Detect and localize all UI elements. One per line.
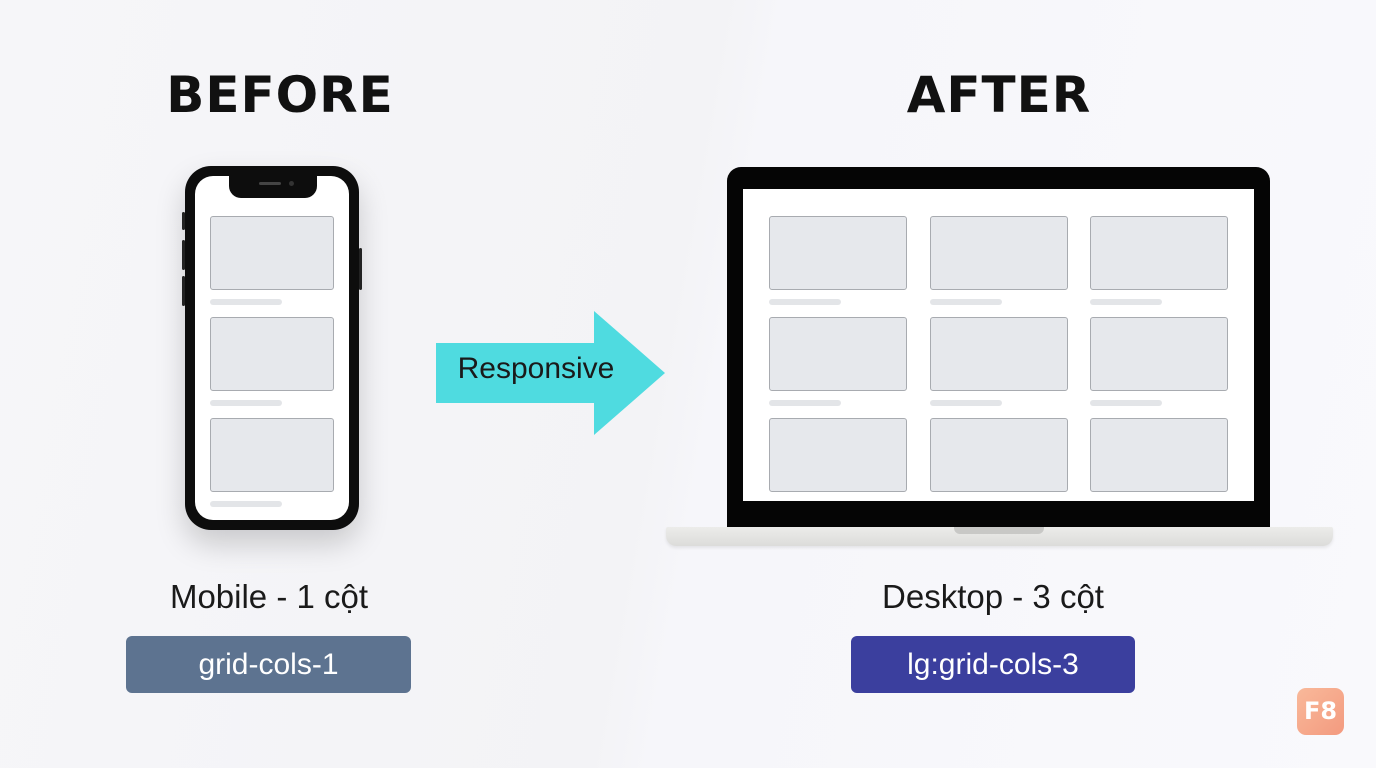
text-placeholder-line	[769, 299, 841, 305]
text-placeholder-line	[1090, 299, 1162, 305]
after-caption: Desktop - 3 cột	[882, 578, 1104, 615]
camera-icon	[289, 181, 294, 186]
arrow-label: Responsive	[457, 352, 615, 385]
text-placeholder-line	[210, 400, 282, 406]
content-card	[769, 317, 907, 391]
content-card	[1090, 317, 1228, 391]
laptop-lid	[727, 167, 1270, 528]
content-card	[1090, 216, 1228, 290]
text-placeholder-line	[769, 400, 841, 406]
laptop-base	[666, 527, 1333, 546]
content-card	[210, 317, 334, 391]
content-card	[930, 317, 1068, 391]
laptop-screen	[743, 189, 1254, 501]
text-placeholder-line	[1090, 400, 1162, 406]
before-caption: Mobile - 1 cột	[169, 578, 369, 615]
phone-notch	[229, 176, 317, 198]
text-placeholder-line	[930, 299, 1002, 305]
after-heading: AFTER	[906, 66, 1092, 124]
content-card	[769, 418, 907, 492]
before-badge: grid-cols-1	[126, 636, 411, 693]
phone-side-button	[182, 212, 185, 230]
phone-mockup	[182, 166, 362, 530]
text-placeholder-line	[210, 299, 282, 305]
content-card	[210, 418, 334, 492]
phone-side-button	[182, 276, 185, 306]
before-heading: BEFORE	[166, 66, 394, 124]
f8-logo: F8	[1297, 688, 1344, 735]
arrow-shape	[436, 311, 665, 435]
content-card	[930, 418, 1068, 492]
phone-screen	[195, 176, 349, 520]
laptop-base-notch	[954, 527, 1044, 534]
text-placeholder-line	[930, 400, 1002, 406]
content-card	[930, 216, 1068, 290]
responsive-arrow-icon	[436, 311, 665, 435]
content-card	[769, 216, 907, 290]
text-placeholder-line	[210, 501, 282, 507]
content-card	[1090, 418, 1228, 492]
phone-side-button	[182, 240, 185, 270]
speaker-icon	[259, 182, 281, 185]
content-card	[210, 216, 334, 290]
phone-side-button	[359, 248, 362, 290]
after-badge: lg:grid-cols-3	[851, 636, 1135, 693]
